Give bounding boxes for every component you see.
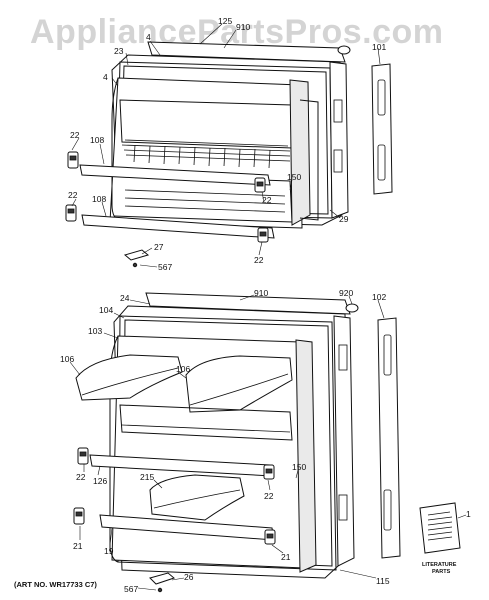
callout-label: 108 [90, 135, 104, 145]
shelf-bracket-icon [254, 177, 266, 193]
callout-label: 4 [146, 32, 151, 42]
hinge-icon [123, 249, 150, 261]
callout-label: 22 [68, 190, 78, 200]
callout-label: 22 [262, 195, 272, 205]
callout-label: 4 [103, 72, 108, 82]
callout-label: 104 [99, 305, 113, 315]
callout-label: 26 [184, 572, 194, 582]
art-number: (ART NO. WR17733 C7) [14, 580, 97, 589]
freezer-door-assembly [65, 41, 393, 268]
freezer-shelf-bar-lower [81, 214, 275, 239]
callout-label: 29 [339, 214, 349, 224]
fresh-food-door-handle [377, 317, 401, 559]
callout-label: 102 [372, 292, 386, 302]
callout-label: 19 [104, 546, 114, 556]
callout-label: 567 [124, 584, 138, 594]
callout-label: 106 [60, 354, 74, 364]
shelf-bracket-icon [264, 529, 276, 545]
literature-booklet [419, 502, 461, 554]
callout-label: 103 [88, 326, 102, 336]
callout-label: 22 [264, 491, 274, 501]
callout-label: 101 [372, 42, 386, 52]
hinge-icon [149, 572, 176, 585]
callout-label: 21 [73, 541, 83, 551]
freezer-door-handle [371, 63, 393, 195]
callout-label: 920 [339, 288, 353, 298]
callout-label: 1 [466, 509, 471, 519]
callout-label: 24 [120, 293, 130, 303]
callout-label: 108 [92, 194, 106, 204]
callout-label: 150 [287, 172, 301, 182]
shelf-bracket-icon [73, 507, 85, 525]
fresh-food-door-assembly [73, 292, 401, 593]
callout-label: 150 [292, 462, 306, 472]
handle-cap-icon [345, 303, 359, 313]
freezer-shelf-bar-upper [79, 164, 271, 186]
callout-label: 567 [158, 262, 172, 272]
callout-label: 910 [236, 22, 250, 32]
dairy-bin [149, 474, 245, 521]
shelf-bracket-icon [65, 204, 77, 222]
handle-cap-icon [337, 45, 351, 55]
callout-label: 22 [254, 255, 264, 265]
freezer-callout-leaders [71, 23, 381, 268]
callout-label: 126 [93, 476, 107, 486]
callout-label: 23 [114, 46, 124, 56]
shelf-bracket-icon [257, 227, 269, 243]
callout-label: 215 [140, 472, 154, 482]
callout-label: 21 [281, 552, 291, 562]
callout-label: 22 [76, 472, 86, 482]
shelf-bracket-icon [263, 464, 275, 480]
literature-label-line2: PARTS [432, 569, 451, 575]
shelf-bracket-icon [67, 151, 79, 169]
callout-label: 125 [218, 16, 232, 26]
callout-label: 22 [70, 130, 80, 140]
callout-label: 106 [176, 364, 190, 374]
literature-label-line1: LITERATURE [422, 562, 457, 568]
shelf-bracket-icon [77, 447, 89, 465]
fresh-food-callout-leaders [69, 294, 467, 591]
callout-label: 910 [254, 288, 268, 298]
callout-label: 27 [154, 242, 164, 252]
callout-label: 115 [376, 576, 390, 586]
